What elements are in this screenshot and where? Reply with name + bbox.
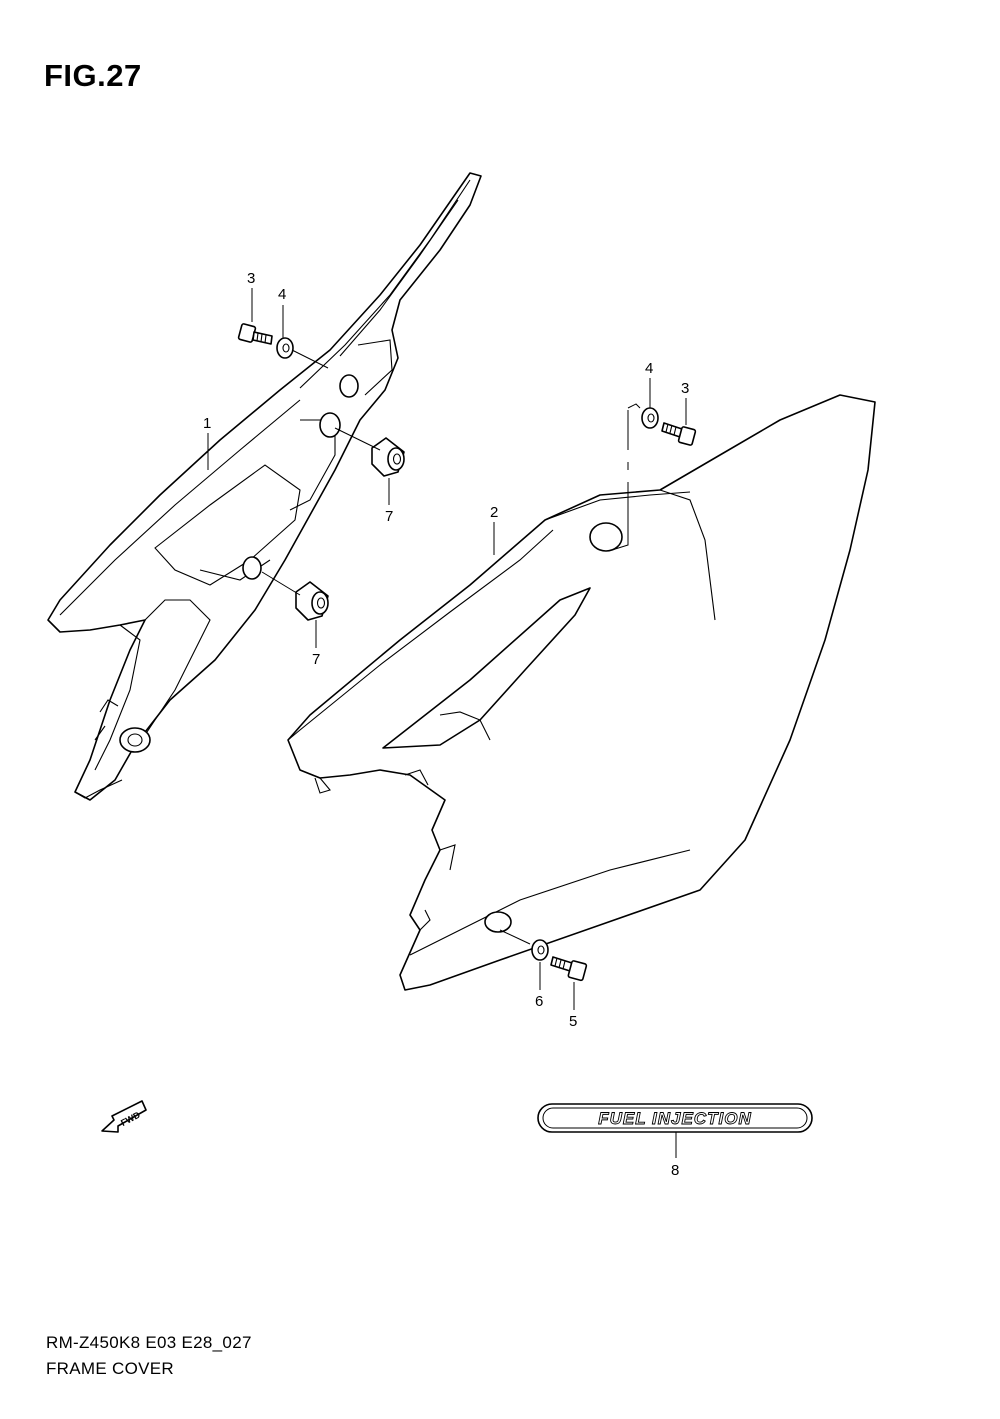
section-name: FRAME COVER [46, 1359, 174, 1378]
washer-6 [531, 939, 549, 961]
callout-7-upper: 7 [385, 508, 393, 525]
grommet-hole-lower [242, 556, 262, 580]
bolt-5 [550, 956, 588, 982]
leader-lines [207, 288, 687, 1158]
right-side-cover [287, 394, 876, 991]
callout-6: 6 [535, 993, 543, 1010]
callout-3-left: 3 [247, 270, 255, 287]
left-frame-cover [47, 172, 482, 801]
callout-7-lower: 7 [312, 651, 320, 668]
bolt-3-right [661, 422, 697, 446]
model-code: RM-Z450K8 E03 E28_027 [46, 1333, 252, 1352]
spacer-7-lower [295, 581, 329, 621]
emblem-text: FUEL INJECTION [598, 1109, 751, 1128]
grommet-hole-upper [319, 412, 341, 438]
callout-1: 1 [203, 415, 211, 432]
spacer-7-upper [371, 437, 405, 477]
fuel-injection-emblem: FUEL INJECTION [537, 1103, 813, 1133]
washer-4-left [276, 337, 294, 359]
fwd-arrow: FWD [101, 1100, 147, 1133]
figure-title: FIG.27 [44, 58, 142, 93]
callout-4-left: 4 [278, 286, 286, 303]
callout-4-right: 4 [645, 360, 653, 377]
washer-4-right [641, 407, 659, 429]
bolt-3-left [237, 323, 273, 345]
callout-5: 5 [569, 1013, 577, 1030]
callout-2: 2 [490, 504, 498, 521]
callout-3-right: 3 [681, 380, 689, 397]
callout-8: 8 [671, 1162, 679, 1179]
